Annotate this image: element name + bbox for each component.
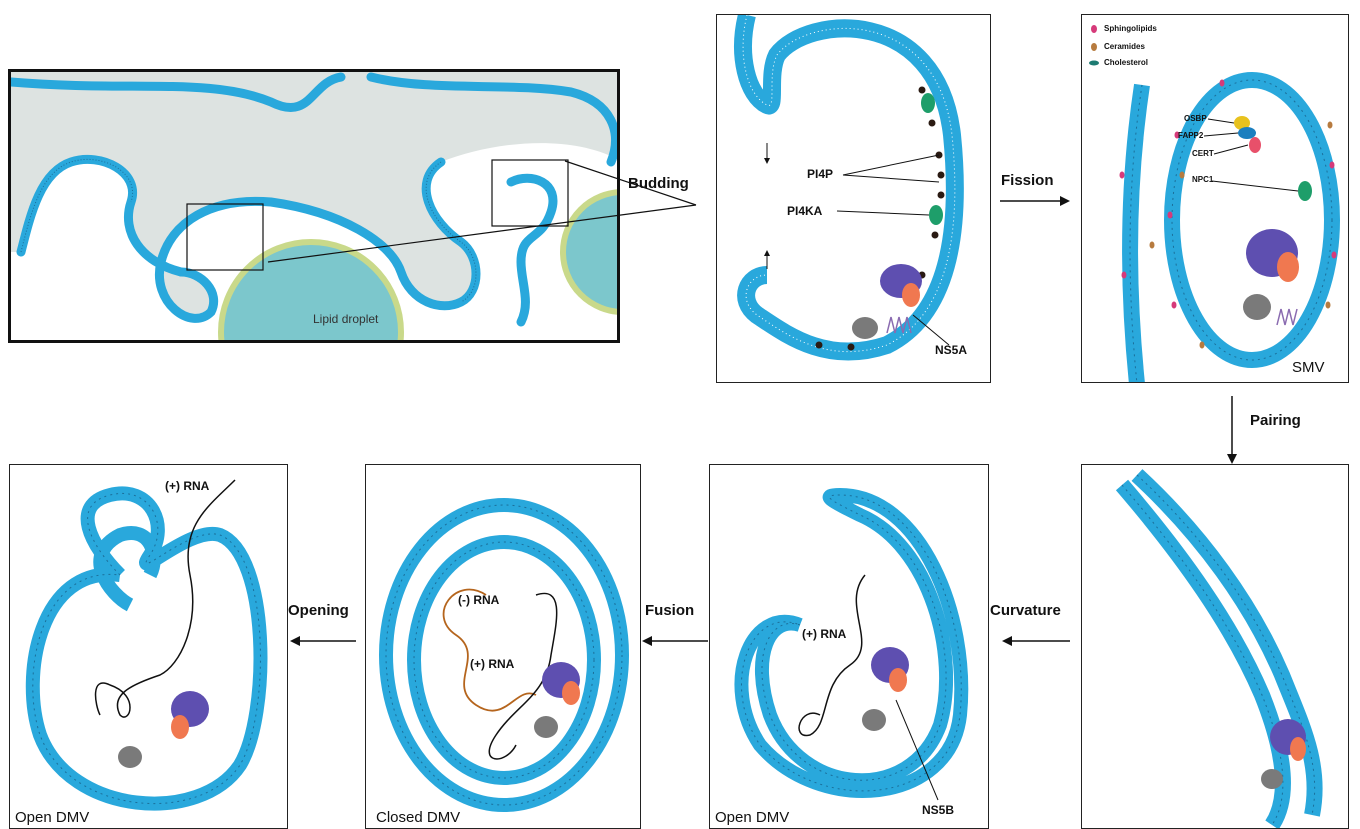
overview-diagram	[11, 72, 620, 343]
legend-icons	[1089, 25, 1099, 66]
ns5a-label: NS5A	[935, 343, 967, 357]
smv-panel: Sphingolipids Ceramides Cholesterol OSBP…	[1081, 14, 1349, 383]
open-dmv-panel-2: (+) RNA Open DMV	[9, 464, 288, 829]
closed-dmv-caption: Closed DMV	[376, 809, 460, 826]
smv-caption: SMV	[1292, 359, 1325, 376]
zoom-box	[492, 160, 568, 226]
grey-protein	[1243, 294, 1271, 320]
orange-protein	[902, 283, 920, 307]
open-dmv-diagram-1	[710, 465, 989, 829]
grey-protein	[852, 317, 878, 339]
step-budding: Budding	[628, 175, 689, 192]
osbp-label: OSBP	[1184, 114, 1207, 123]
lipid-droplet	[221, 242, 401, 343]
lipid-droplet-label: Lipid droplet	[313, 312, 378, 326]
pairing-panel	[1081, 464, 1349, 829]
budding-panel: PI4P PI4KA NS5A	[716, 14, 991, 383]
step-curvature: Curvature	[990, 602, 1061, 619]
grey-protein	[862, 709, 886, 731]
grey-protein	[534, 716, 558, 738]
lipid-droplet	[563, 192, 620, 312]
budding-membrane	[743, 15, 955, 352]
pos-rna-label: (+) RNA	[802, 627, 846, 641]
dmv-membrane	[33, 493, 261, 803]
step-fission: Fission	[1001, 172, 1054, 189]
fapp2-protein	[1238, 127, 1256, 139]
pi4ka-protein	[921, 93, 935, 113]
ns5a-helices	[1277, 309, 1297, 325]
pos-rna-label: (+) RNA	[165, 479, 209, 493]
pos-rna-label: (+) RNA	[470, 657, 514, 671]
overview-panel: Lipid droplet	[8, 69, 620, 343]
cert-label: CERT	[1192, 149, 1214, 158]
orange-protein	[1277, 252, 1299, 282]
paired-membrane	[1122, 475, 1315, 825]
npc1-protein	[1298, 181, 1312, 201]
smv-membrane	[1130, 80, 1332, 383]
pi4ka-label: PI4KA	[787, 204, 822, 218]
fapp2-label: FAPP2	[1178, 131, 1203, 140]
closed-dmv-panel: (-) RNA (+) RNA Closed DMV	[365, 464, 641, 829]
orange-protein	[171, 715, 189, 739]
legend-ceramides: Ceramides	[1104, 42, 1145, 51]
budding-diagram	[717, 15, 991, 383]
orange-protein	[1290, 737, 1306, 761]
open-dmv-caption-2: Open DMV	[15, 809, 89, 826]
neg-rna-strand	[444, 590, 536, 711]
npc1-label: NPC1	[1192, 175, 1213, 184]
legend-cholesterol: Cholesterol	[1104, 58, 1148, 67]
pairing-diagram	[1082, 465, 1349, 829]
orange-protein	[889, 668, 907, 692]
step-opening: Opening	[288, 602, 349, 619]
pos-rna-strand	[799, 575, 865, 735]
ns5b-label: NS5B	[922, 803, 954, 817]
pi4p-label: PI4P	[807, 167, 833, 181]
neg-rna-label: (-) RNA	[458, 593, 499, 607]
open-dmv-panel-1: (+) RNA NS5B Open DMV	[709, 464, 989, 829]
grey-protein	[118, 746, 142, 768]
dmv-membrane	[386, 505, 622, 805]
closed-dmv-diagram	[366, 465, 641, 829]
cert-protein	[1249, 137, 1261, 153]
open-dmv-diagram-2	[10, 465, 288, 829]
pi4ka-protein	[929, 205, 943, 225]
open-dmv-caption-1: Open DMV	[715, 809, 789, 826]
smv-diagram	[1082, 15, 1349, 383]
orange-protein	[562, 681, 580, 705]
grey-protein	[1261, 769, 1283, 789]
legend-sphingolipids: Sphingolipids	[1104, 24, 1157, 33]
step-fusion: Fusion	[645, 602, 694, 619]
step-pairing: Pairing	[1250, 412, 1301, 429]
